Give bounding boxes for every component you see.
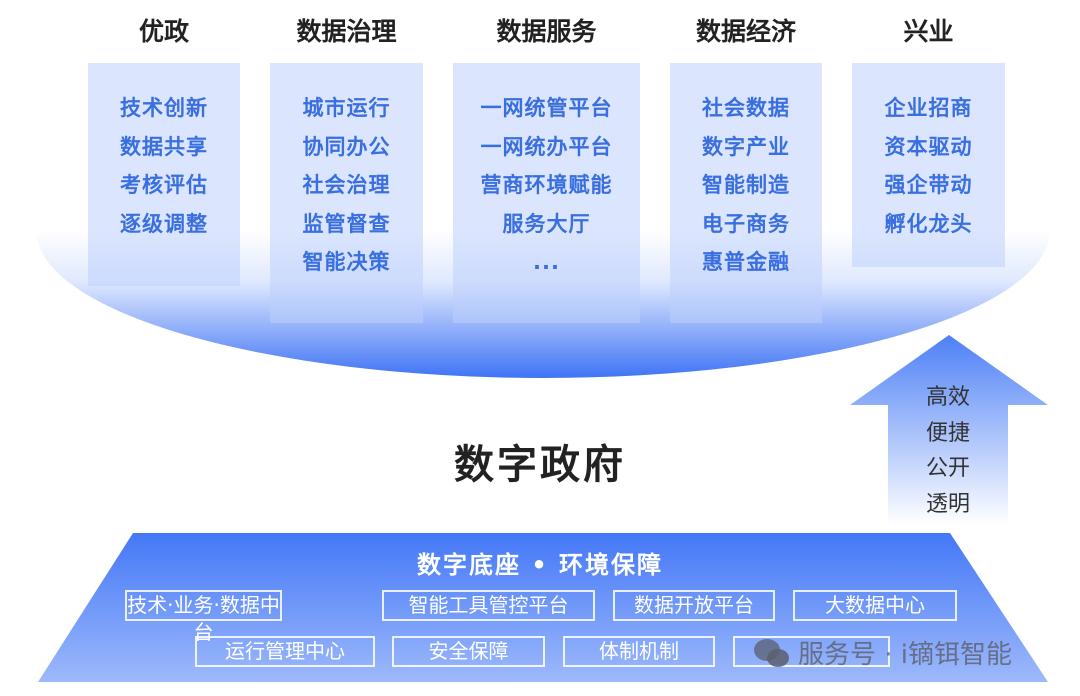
- base-box: 体制机制: [563, 636, 715, 667]
- column-item: ...: [533, 250, 560, 274]
- column-item: 数字产业: [702, 134, 790, 159]
- column-header: 数据治理: [296, 17, 397, 46]
- column-item: 社会治理: [302, 173, 391, 197]
- watermark: 服务号 · i镝铒智能: [752, 634, 1012, 671]
- base-trapezoid: [38, 533, 1048, 682]
- column-item: 城市运行: [302, 96, 391, 120]
- column-item: 一网统办平台: [480, 134, 613, 159]
- column-item: 营商环境赋能: [480, 173, 613, 197]
- column-item: 智能制造: [702, 173, 790, 197]
- base-box: 技术·业务·数据中台: [125, 590, 282, 644]
- base-title: 数字底座 • 环境保障: [416, 551, 664, 579]
- column-header: 数据经济: [695, 17, 796, 46]
- upward-arrow: [850, 335, 1048, 525]
- column-item: 社会数据: [702, 96, 790, 120]
- arrow-text: 高效 便捷 公开 透明: [908, 380, 988, 522]
- column-item: 孵化龙头: [884, 211, 973, 236]
- wechat-icon: [754, 638, 789, 667]
- column-item: 惠普金融: [702, 250, 790, 274]
- column-item: 协同办公: [302, 134, 391, 159]
- arrow-line: 透明: [925, 491, 970, 517]
- arrow-line: 公开: [925, 456, 970, 481]
- arrow-line: 便捷: [925, 420, 970, 446]
- column-item: 智能决策: [302, 250, 391, 274]
- base-box: [733, 636, 890, 667]
- column-item: 考核评估: [120, 173, 208, 197]
- column-header: 数据服务: [496, 17, 597, 46]
- column-item: 一网统管平台: [480, 96, 613, 120]
- center-title: 数字政府: [454, 442, 626, 488]
- base-box: 运行管理中心: [195, 636, 375, 667]
- column-item: 监管督查: [302, 211, 391, 236]
- column-box: 城市运行协同办公社会治理监管督查智能决策: [270, 63, 423, 323]
- column-header: 兴业: [903, 17, 954, 46]
- base-box: 数据开放平台: [613, 590, 775, 621]
- column-header: 优政: [138, 17, 189, 46]
- base-box: 智能工具管控平台: [382, 590, 595, 621]
- column-item: 强企带动: [884, 173, 973, 197]
- column-box: 一网统管平台一网统办平台营商环境赋能服务大厅...: [453, 63, 640, 323]
- column-box: 技术创新数据共享考核评估逐级调整: [88, 63, 240, 286]
- base-box: 安全保障: [392, 636, 545, 667]
- base-box: 大数据中心: [793, 590, 957, 621]
- column-item: 技术创新: [120, 96, 208, 120]
- column-item: 企业招商: [884, 96, 973, 120]
- column-item: 数据共享: [120, 134, 208, 159]
- column-item: 服务大厅: [502, 211, 591, 236]
- column-item: 资本驱动: [884, 134, 973, 159]
- column-item: 逐级调整: [120, 211, 208, 236]
- arrow-line: 高效: [925, 385, 970, 410]
- column-item: 电子商务: [702, 211, 790, 236]
- watermark-text: 服务号 · i镝铒智能: [798, 640, 1013, 670]
- column-box: 社会数据数字产业智能制造电子商务惠普金融: [670, 63, 822, 323]
- column-box: 企业招商资本驱动强企带动孵化龙头: [852, 63, 1005, 267]
